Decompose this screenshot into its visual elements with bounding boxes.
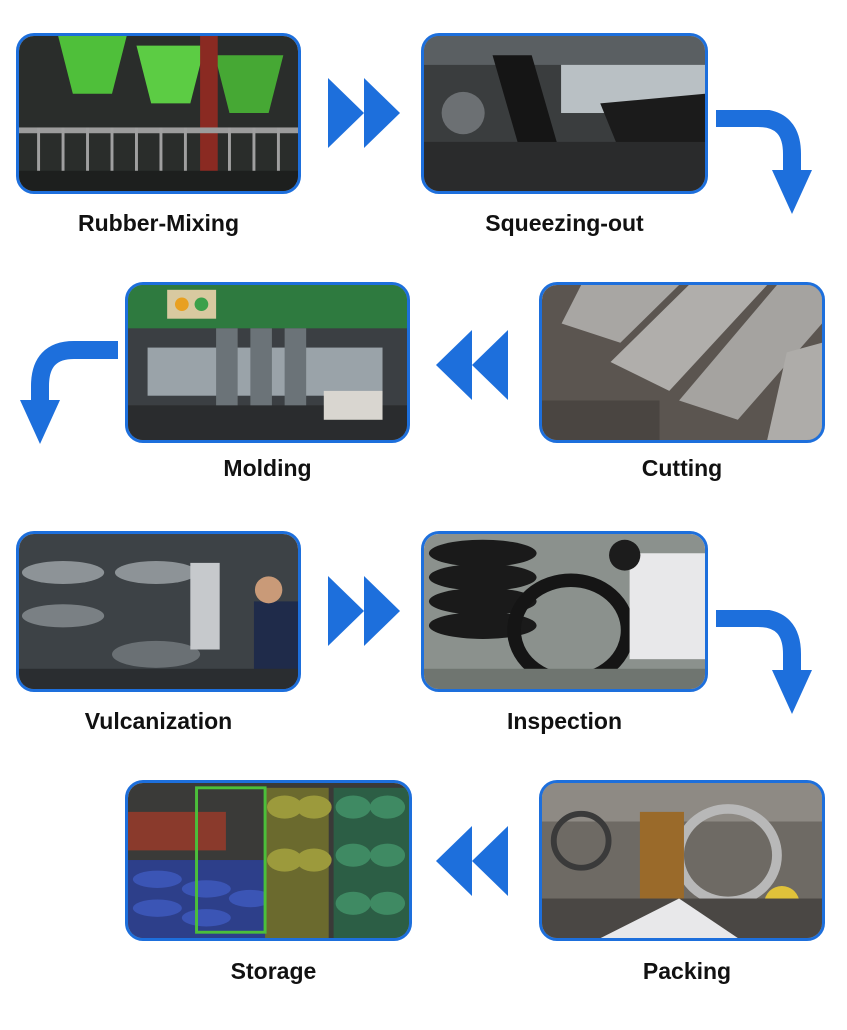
- double-chevron-left-icon: [436, 826, 508, 896]
- curved-arrow-down-icon: [716, 110, 812, 214]
- inspection-photo: [421, 531, 708, 692]
- squeezing-out-photo: [421, 33, 708, 194]
- step-label: Inspection: [506, 708, 622, 734]
- double-chevron-left-icon: [436, 330, 508, 400]
- curved-arrow-down-icon: [716, 610, 812, 714]
- vulcanization-photo: [16, 531, 301, 692]
- step-label: Vulcanization: [84, 708, 233, 734]
- storage-photo: [125, 780, 412, 941]
- cutting-photo: [539, 282, 825, 443]
- curved-arrow-down-left-icon: [20, 341, 118, 444]
- packing-photo: [539, 780, 825, 941]
- rubber-mixing-photo: [16, 33, 301, 194]
- step-label: Rubber-Mixing: [78, 210, 239, 236]
- step-label: Molding: [223, 455, 312, 481]
- step-label: Packing: [642, 958, 732, 984]
- molding-photo: [125, 282, 410, 443]
- double-chevron-right-icon: [328, 576, 400, 646]
- step-label: Squeezing-out: [485, 210, 644, 236]
- step-label: Cutting: [641, 455, 723, 481]
- double-chevron-right-icon: [328, 78, 400, 148]
- step-label: Storage: [230, 958, 317, 984]
